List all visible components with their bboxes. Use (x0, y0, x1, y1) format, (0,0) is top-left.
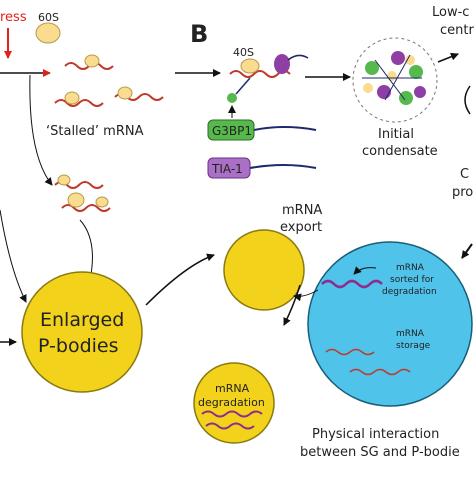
initial-label-line2: condensate (362, 144, 438, 159)
mrna-sorted-line2: sorted for (390, 275, 434, 285)
initial-label-line1: Initial (378, 127, 414, 142)
mrna-storage-line2: storage (396, 341, 431, 351)
enlarged-label-line1: Enlarged (40, 309, 124, 331)
g3bp1-label: G3BP1 (212, 124, 252, 138)
stalled-mrna-group (54, 54, 164, 107)
ribosome-60s-label: 60S (38, 11, 59, 24)
stalled-mrna-group-2 (54, 174, 111, 212)
panel-b-label: B (190, 20, 208, 48)
sg-entry-arrow (461, 243, 473, 259)
stress-granule-circle (307, 241, 473, 407)
stress-label: ress (0, 10, 27, 25)
to-low-c-arrow (437, 52, 459, 63)
initial-condensate-circle (352, 37, 438, 123)
mrna-40s-complex (227, 54, 309, 103)
physical-interaction-line1: Physical interaction (312, 427, 439, 442)
mrna-sorted-line1: mRNA (396, 263, 425, 273)
to-export-arrow (145, 253, 215, 306)
low-c-line1: Low-c (432, 5, 469, 20)
sg-mrna-storage (325, 348, 411, 376)
sorted-arrow (353, 266, 377, 275)
sg-to-pbody-arrow (293, 289, 319, 302)
stalled-mrna-label: ‘Stalled’ mRNA (46, 124, 144, 139)
c-pro-line2: pro (452, 185, 473, 200)
pbody-down-arrow (283, 284, 301, 326)
tia1-label: TIA-1 (211, 162, 243, 176)
enlarged-label-line2: P-bodies (38, 335, 119, 357)
degradation-mrna (201, 410, 263, 430)
small-pbody-circle (223, 229, 305, 311)
mrna-degradation-line1: mRNA (215, 382, 250, 395)
low-c-line2: centra (440, 23, 474, 38)
sg-mrna-sorted (321, 279, 383, 289)
stalled-down-arrow (29, 74, 53, 186)
mrna-degradation-line2: degradation (198, 396, 265, 409)
mrna-storage-line1: mRNA (396, 329, 425, 339)
ribosome-60s-icon (35, 22, 61, 44)
mrna-export-line1: mRNA (282, 203, 322, 218)
mrna-export-line2: export (280, 220, 322, 235)
left-side-arrow (0, 209, 27, 303)
right-curve-arrow (464, 85, 471, 115)
tia1-tail (249, 164, 317, 169)
physical-interaction-line2: between SG and P-bodie (300, 445, 460, 460)
condensate-contents (362, 51, 426, 105)
mrna-sorted-line3: degradation (382, 287, 437, 297)
c-pro-line1: C (460, 167, 469, 182)
ribosome-40s-label: 40S (233, 46, 254, 59)
to-pbodies-arrow (79, 219, 96, 281)
g3bp1-tail (253, 126, 317, 131)
enlarged-pbodies-circle (21, 271, 143, 393)
